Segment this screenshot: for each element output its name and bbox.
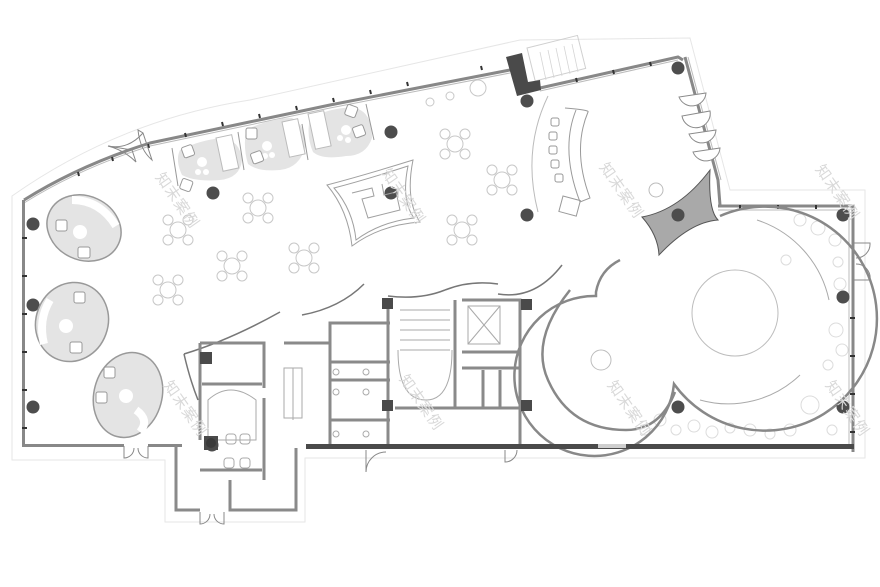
table-5 (152, 274, 184, 306)
south-doors (123, 446, 518, 525)
service-block-walls (174, 298, 522, 512)
west-rotunda-wall (541, 289, 677, 432)
booth-clusters (171, 103, 375, 193)
round-column-service (206, 438, 216, 448)
lobby-arcs (183, 264, 563, 401)
seating-pods (34, 194, 164, 439)
seating-pod-2 (34, 281, 110, 363)
table-2 (242, 192, 274, 224)
table-3 (216, 250, 248, 282)
four-seat-tables (152, 79, 518, 306)
seating-pod-3 (92, 351, 164, 439)
table-1 (162, 214, 194, 246)
curved-bar (531, 95, 664, 217)
central-island-bar (326, 159, 421, 247)
west-facade-wall (22, 200, 27, 446)
booth-cluster-1 (177, 134, 242, 193)
central-round-feature (691, 269, 779, 357)
table-7 (486, 164, 518, 196)
table-9 (425, 79, 487, 107)
table-8 (446, 214, 478, 246)
table-4 (288, 242, 320, 274)
site-outline (11, 37, 866, 523)
seating-pod-1 (46, 194, 122, 262)
north-stair (506, 34, 587, 96)
service-block-details (207, 305, 501, 469)
north-facade-wall (23, 55, 684, 204)
circular-hall (513, 205, 879, 458)
booth-cluster-3 (307, 104, 372, 158)
bar-stools (548, 117, 564, 183)
revolving-doors-east (678, 92, 721, 162)
stair-core-block (506, 53, 541, 96)
entrance-door-northwest (107, 129, 154, 163)
table-6 (439, 128, 471, 160)
booth-cluster-2 (244, 118, 306, 171)
facade-mullions (77, 61, 652, 177)
toilet-stalls (332, 368, 370, 438)
south-facade-wall (22, 444, 854, 449)
garden-planting (639, 213, 849, 440)
